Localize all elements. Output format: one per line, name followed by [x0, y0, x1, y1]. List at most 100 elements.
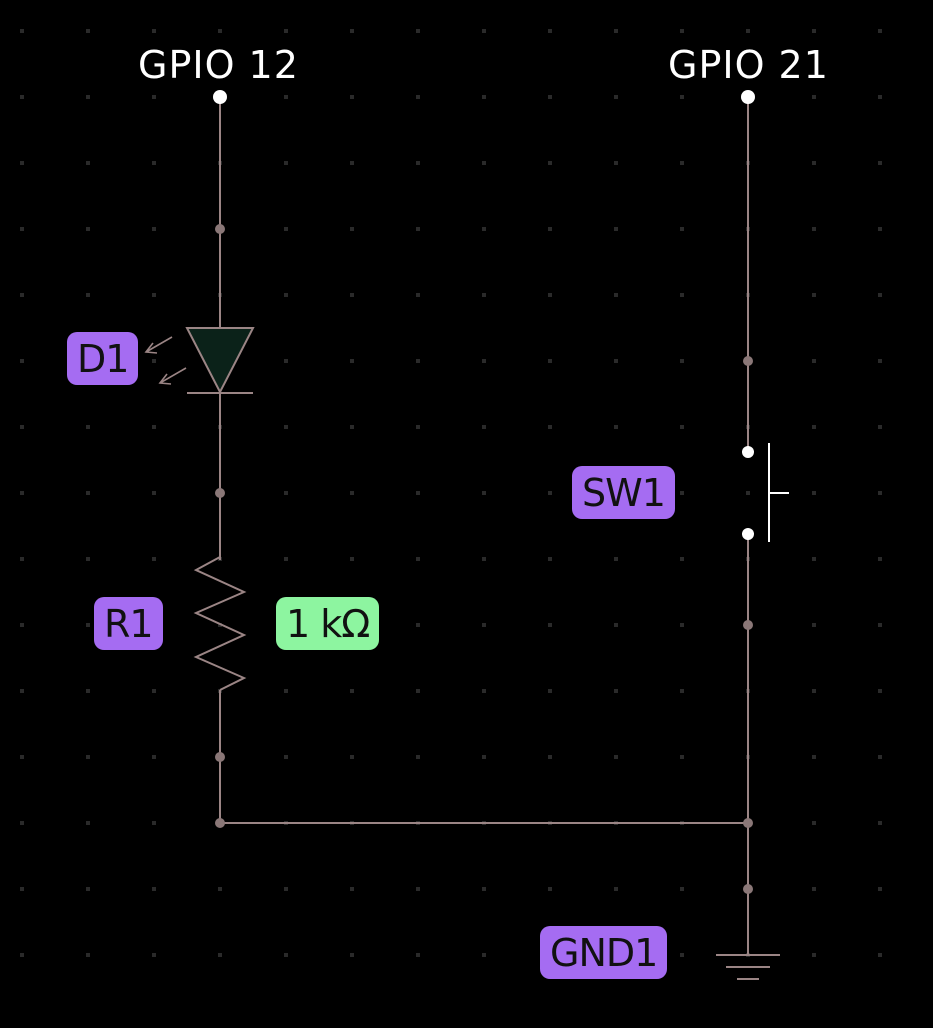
grid-dot: [20, 359, 24, 363]
junction-dot: [743, 884, 753, 894]
grid-dot: [878, 293, 882, 297]
pin-sw1-bottom: [742, 528, 754, 540]
grid-dot: [152, 227, 156, 231]
value-label-r1[interactable]: 1 kΩ: [276, 597, 380, 650]
grid-dot: [878, 359, 882, 363]
grid-dot: [284, 95, 288, 99]
grid-dot: [548, 689, 552, 693]
grid-dot: [680, 29, 684, 33]
grid-dot: [350, 227, 354, 231]
grid-dot: [548, 425, 552, 429]
grid-dot: [482, 359, 486, 363]
grid-dot: [812, 491, 816, 495]
grid-dot: [614, 557, 618, 561]
ref-label-gnd1[interactable]: GND1: [540, 926, 668, 979]
grid-dot: [350, 29, 354, 33]
grid-dot: [482, 227, 486, 231]
grid-dot: [878, 425, 882, 429]
grid-dot: [86, 227, 90, 231]
grid-dot: [878, 887, 882, 891]
grid-dot: [614, 29, 618, 33]
grid-dot: [812, 557, 816, 561]
grid-dot: [416, 887, 420, 891]
grid-dot: [878, 491, 882, 495]
grid-dot: [152, 689, 156, 693]
grid-dot: [548, 755, 552, 759]
grid-dot: [680, 623, 684, 627]
grid-dot: [878, 821, 882, 825]
grid-dot: [86, 755, 90, 759]
pushbutton-icon[interactable]: [768, 443, 789, 542]
grid-dot: [284, 161, 288, 165]
grid-dot: [416, 293, 420, 297]
grid-dot: [152, 95, 156, 99]
grid-dot: [812, 425, 816, 429]
grid-dot: [812, 887, 816, 891]
grid-dot: [482, 689, 486, 693]
grid-dot: [152, 755, 156, 759]
grid-dot: [878, 161, 882, 165]
grid-dot: [812, 95, 816, 99]
grid-dot: [350, 95, 354, 99]
grid-dot: [878, 623, 882, 627]
grid-dot: [20, 29, 24, 33]
grid-dot: [680, 95, 684, 99]
grid-dot: [218, 887, 222, 891]
grid-dot: [482, 491, 486, 495]
grid-dot: [680, 557, 684, 561]
ref-label-r1[interactable]: R1: [94, 597, 163, 650]
grid-dot: [284, 227, 288, 231]
grid-dot: [284, 755, 288, 759]
grid-dot: [548, 491, 552, 495]
ground-icon[interactable]: [716, 954, 780, 980]
led-icon[interactable]: [144, 327, 255, 395]
grid-dot: [350, 491, 354, 495]
grid-dot: [284, 491, 288, 495]
net-label-gpio21: GPIO 21: [668, 43, 829, 87]
grid-dot: [86, 491, 90, 495]
grid-dot: [548, 623, 552, 627]
grid-dot: [680, 425, 684, 429]
grid-dot: [482, 755, 486, 759]
grid-dot: [416, 161, 420, 165]
grid-dot: [350, 689, 354, 693]
grid-dot: [416, 557, 420, 561]
grid-dot: [878, 95, 882, 99]
grid-dot: [152, 887, 156, 891]
grid-dot: [878, 557, 882, 561]
grid-dot: [416, 95, 420, 99]
grid-dot: [350, 953, 354, 957]
grid-dot: [86, 623, 90, 627]
grid-dot: [680, 755, 684, 759]
grid-dot: [812, 29, 816, 33]
grid-dot: [812, 227, 816, 231]
grid-dot: [680, 227, 684, 231]
grid-dot: [20, 161, 24, 165]
grid-dot: [878, 953, 882, 957]
resistor-icon[interactable]: [193, 556, 247, 691]
grid-dot: [482, 293, 486, 297]
grid-dot: [812, 293, 816, 297]
pins[interactable]: [213, 90, 755, 540]
grid-dot: [218, 29, 222, 33]
grid-dot: [680, 689, 684, 693]
grid-dot: [416, 359, 420, 363]
grid-dot: [878, 29, 882, 33]
grid-dot: [86, 821, 90, 825]
grid-dot: [20, 425, 24, 429]
grid-dot: [680, 491, 684, 495]
grid-dot: [548, 29, 552, 33]
ref-label-sw1[interactable]: SW1: [572, 466, 675, 519]
grid-dot: [482, 95, 486, 99]
grid-dot: [20, 293, 24, 297]
ref-label-d1[interactable]: D1: [67, 332, 139, 385]
grid-dot: [614, 359, 618, 363]
grid-dot: [548, 161, 552, 165]
grid-dot: [350, 557, 354, 561]
grid-dot: [86, 293, 90, 297]
grid-dot: [614, 755, 618, 759]
grid-dot: [416, 29, 420, 33]
grid-dot: [416, 689, 420, 693]
wires: [219, 97, 749, 955]
